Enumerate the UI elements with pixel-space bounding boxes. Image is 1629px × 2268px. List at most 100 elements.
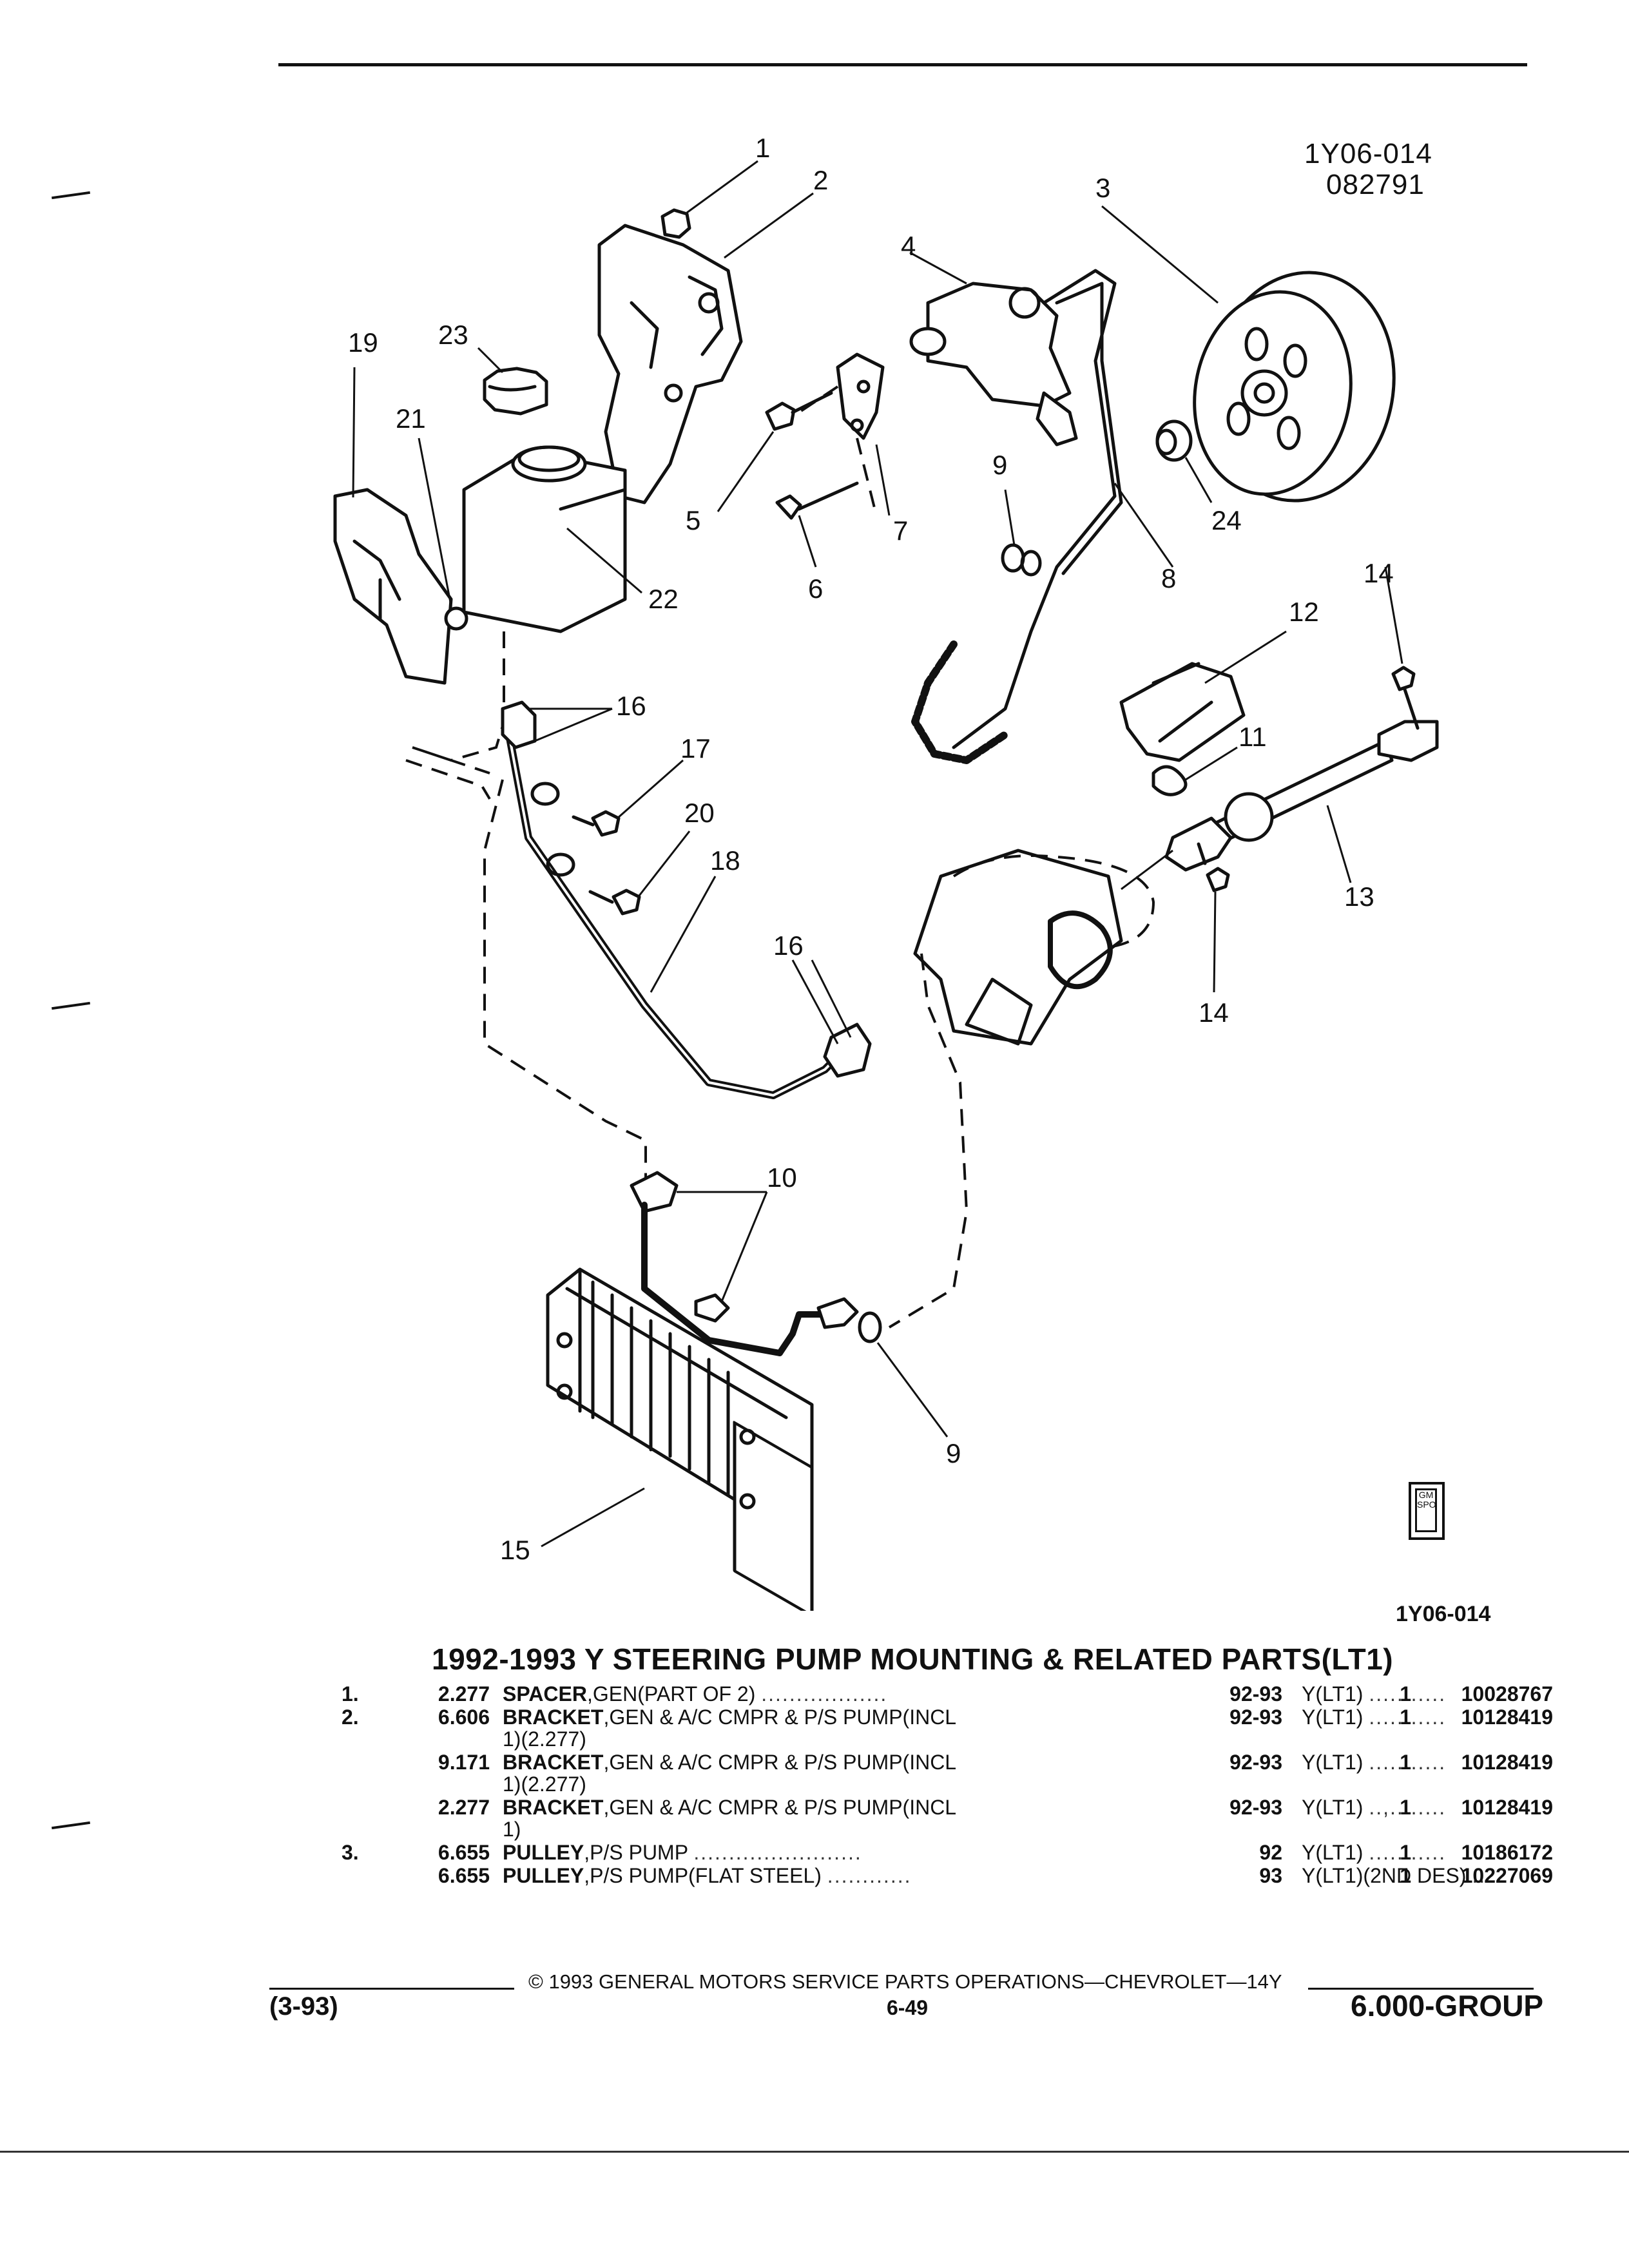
item-number: 1.: [342, 1682, 359, 1706]
part-detail-continued: 1)(2.277): [503, 1727, 586, 1751]
part-7-brace: [798, 352, 891, 516]
callout-17: 17: [680, 733, 711, 764]
callout-21: 21: [396, 403, 426, 434]
callout-1: 1: [755, 133, 770, 163]
model-code-text: Y(LT1): [1302, 1751, 1364, 1774]
part-detail: ,P/S PUMP(FLAT STEEL): [584, 1864, 822, 1887]
callout-20: 20: [684, 798, 715, 828]
exploded-parts-diagram: 1 2 3 4 5 6 7 8 9 9 10 11 12 13 14 14 15…: [333, 133, 1439, 1611]
part-description: BRACKET,GEN & A/C CMPR & P/S PUMP(INCL 1…: [503, 1751, 1360, 1795]
callout-13: 13: [1344, 881, 1374, 912]
quantity: 1: [1400, 1751, 1411, 1774]
callout-3: 3: [1095, 173, 1110, 203]
part-number: 10028767: [1461, 1682, 1553, 1706]
part-11-clamp: [1152, 746, 1238, 796]
model-years: 92-93: [1229, 1706, 1282, 1729]
callout-24: 24: [1211, 505, 1242, 535]
part-2-bracket: [597, 192, 814, 505]
leader-dots: ...........: [1369, 1841, 1447, 1864]
leader-dots: ..................: [761, 1682, 888, 1706]
part-detail: ,P/S PUMP: [584, 1841, 688, 1864]
model-years: 92-93: [1229, 1751, 1282, 1774]
part-detail-continued: 1)(2.277): [503, 1773, 586, 1796]
quantity: 1: [1400, 1682, 1411, 1706]
callout-6: 6: [808, 573, 823, 604]
part-name: PULLEY: [503, 1864, 584, 1887]
part-name: BRACKET: [503, 1796, 604, 1819]
part-16-clamp: [501, 700, 872, 1078]
figure-id: 1Y06-014: [1396, 1602, 1491, 1626]
part-14-bolt: [1197, 566, 1420, 993]
part-18-return-pipe: [505, 731, 854, 1099]
part-name: BRACKET: [503, 1751, 604, 1774]
model-code-text: Y(LT1): [1302, 1841, 1364, 1864]
callout-8: 8: [1161, 563, 1176, 593]
part-4-pump: [909, 251, 1078, 447]
binder-mark: [50, 1820, 92, 1831]
part-detail: ,GEN & A/C CMPR & P/S PUMP(INCL: [603, 1796, 957, 1819]
part-17-bolt: [530, 759, 684, 837]
callout-23: 23: [438, 320, 468, 350]
group-code: 6.000-GROUP: [1351, 1989, 1544, 2023]
model-years: 92-93: [1229, 1682, 1282, 1706]
footer-rule-right: [1308, 1988, 1534, 1990]
part-description: BRACKET,GEN & A/C CMPR & P/S PUMP(INCL 1…: [503, 1796, 1360, 1840]
part-10-fitting: [630, 1171, 859, 1356]
catalog-number: 6.606: [438, 1706, 490, 1729]
catalog-number: 2.277: [438, 1682, 490, 1706]
callout-11: 11: [1239, 722, 1267, 752]
part-number: 10227069: [1461, 1864, 1553, 1887]
part-12-cover: [1119, 630, 1287, 762]
revision-date-code: (3-93): [269, 1992, 338, 2021]
part-detail-continued: 1): [503, 1818, 521, 1841]
part-description: PULLEY,P/S PUMP(FLAT STEEL) ............: [503, 1865, 1360, 1887]
part-15-cooler: [541, 1267, 814, 1611]
quantity: 1: [1400, 1796, 1411, 1819]
catalog-number: 6.655: [438, 1841, 490, 1864]
top-rule: [278, 63, 1527, 66]
callout-14: 14: [1364, 558, 1394, 588]
callout-22: 22: [648, 584, 679, 614]
callout-10: 10: [767, 1162, 797, 1193]
callout-9: 9: [992, 450, 1007, 480]
model-code: Y(LT1) ...........: [1302, 1841, 1540, 1863]
callout-16: 16: [773, 930, 804, 961]
callout-12: 12: [1289, 597, 1319, 627]
part-6-bolt: [775, 481, 859, 568]
part-name: PULLEY: [503, 1841, 584, 1864]
parts-row: 3. 6.655 PULLEY,P/S PUMP .................…: [342, 1841, 1553, 1865]
leader-dots: ...........: [1369, 1682, 1447, 1706]
callout-5: 5: [686, 505, 700, 535]
part-name: SPACER: [503, 1682, 587, 1706]
parts-row: 1. 2.277 SPACER,GEN(PART OF 2) ...........…: [342, 1683, 1553, 1706]
quantity: 1: [1400, 1706, 1411, 1729]
part-24-bushing: [1155, 419, 1213, 503]
page-number: 6-49: [887, 1996, 929, 2019]
routing-dash-lines: [405, 631, 969, 1329]
model-years: 92-93: [1229, 1796, 1282, 1819]
part-8-pressure-hose: [911, 269, 1174, 764]
callout-9: 9: [946, 1438, 961, 1468]
part-detail: ,GEN(PART OF 2): [586, 1682, 756, 1706]
model-code: Y(LT1) ...........: [1302, 1751, 1540, 1773]
figure-code: 1Y06-014: [1304, 138, 1432, 169]
part-1-spacer: [660, 160, 758, 239]
part-number: 10128419: [1461, 1796, 1553, 1819]
part-23-cap: [477, 347, 548, 416]
leader-dots: ........................: [693, 1841, 862, 1864]
leader-dots: ..,........: [1369, 1796, 1447, 1819]
model-years: 93: [1259, 1864, 1282, 1887]
quantity: 1: [1400, 1864, 1411, 1887]
item-number: 3.: [342, 1841, 359, 1864]
part-3-pulley: [1101, 205, 1396, 503]
part-22-reservoir: [462, 445, 642, 633]
section-title: 1992-1993 Y STEERING PUMP MOUNTING & REL…: [432, 1642, 1394, 1676]
callout-18: 18: [710, 845, 740, 876]
model-code-text: Y(LT1)(2ND DES): [1302, 1864, 1467, 1887]
part-number: 10128419: [1461, 1706, 1553, 1729]
